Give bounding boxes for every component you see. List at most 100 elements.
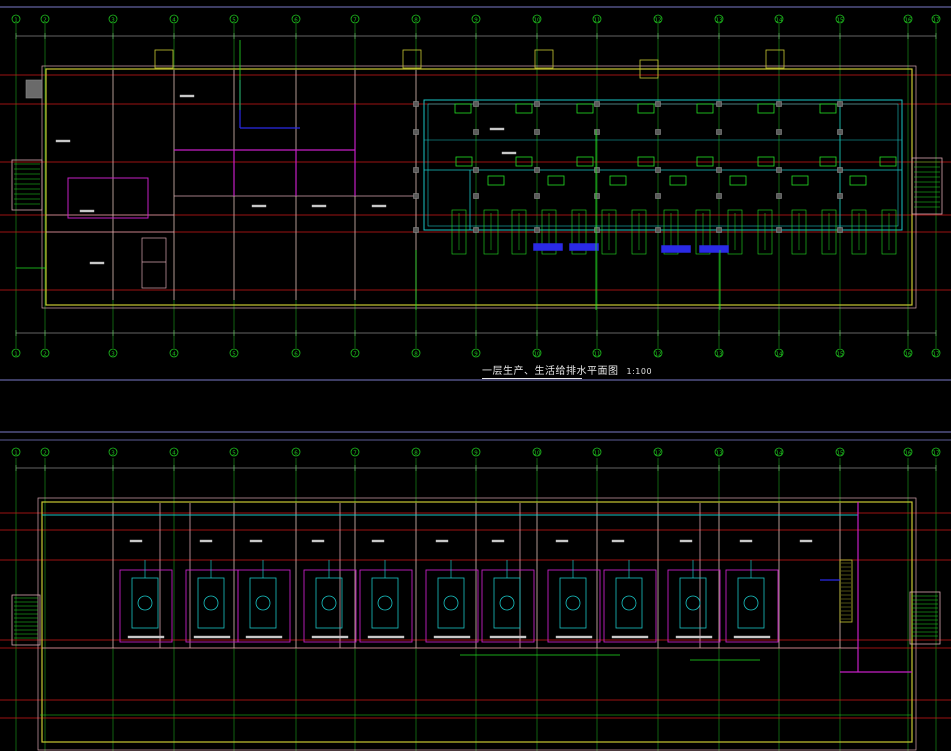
plan2-top-axis-bubble bbox=[40, 447, 50, 457]
plan1-machine-unit bbox=[601, 209, 617, 255]
plan2-room-frame bbox=[303, 569, 357, 643]
plan1-column bbox=[837, 167, 843, 173]
plan1-bottom-axis-label: 1 bbox=[14, 352, 18, 358]
plan1-equipment-box bbox=[696, 103, 714, 114]
plan2-machine bbox=[315, 577, 343, 629]
plan2-room-frame bbox=[603, 569, 657, 643]
plan2-room-label-mark bbox=[127, 635, 165, 639]
plan1-equipment-box bbox=[547, 175, 565, 186]
plan2-top-axis-bubble bbox=[291, 447, 301, 457]
plan1-equipment-box bbox=[757, 103, 775, 114]
plan1-column bbox=[473, 129, 479, 135]
plan1-top-axis-label: 3 bbox=[111, 18, 115, 24]
plan1-equipment-box bbox=[819, 103, 837, 114]
plan1-top-axis-label: 7 bbox=[353, 18, 357, 24]
plan1-bottom-axis-label: 8 bbox=[414, 352, 418, 358]
plan1-bottom-axis-bubble bbox=[471, 348, 481, 358]
plan2-top-axis-label: 6 bbox=[294, 451, 298, 457]
title-underline bbox=[482, 378, 582, 379]
plan1-equipment-box bbox=[515, 156, 533, 167]
plan1-entrance bbox=[154, 49, 174, 69]
plan1-column bbox=[837, 193, 843, 199]
plan2-top-axis-label: 3 bbox=[111, 451, 115, 457]
plan1-column bbox=[837, 101, 843, 107]
plan1-room-label-mark bbox=[311, 204, 327, 208]
plan1-bottom-axis-label: 3 bbox=[111, 352, 115, 358]
plan2-stair-left bbox=[11, 594, 41, 646]
plan1-outer-wall-line bbox=[41, 65, 917, 309]
plan1-top-axis-label: 14 bbox=[776, 18, 783, 24]
plan1-equipment-box bbox=[819, 156, 837, 167]
plan2-outer-wall bbox=[41, 501, 913, 743]
plan1-bottom-axis-bubble bbox=[11, 348, 21, 358]
plan2-room-frame bbox=[119, 569, 173, 643]
plan1-equipment-box bbox=[454, 103, 472, 114]
plan1-top-axis-bubble bbox=[592, 14, 602, 24]
plan1-column bbox=[716, 227, 722, 233]
plan1-machine-unit bbox=[881, 209, 897, 255]
plan1-room-label-mark bbox=[179, 94, 195, 98]
plan1-column bbox=[655, 129, 661, 135]
plan2-room-frame bbox=[725, 569, 779, 643]
plan1-room-label-mark bbox=[251, 204, 267, 208]
plan1-top-axis-bubble bbox=[774, 14, 784, 24]
plan1-room-label-mark bbox=[371, 204, 387, 208]
plan1-column bbox=[413, 129, 419, 135]
plan-scale: 1:100 bbox=[626, 367, 653, 376]
plan2-top-axis-bubble bbox=[774, 447, 784, 457]
plan1-machine-unit bbox=[851, 209, 867, 255]
plan1-column bbox=[594, 101, 600, 107]
plan1-equipment-box bbox=[729, 175, 747, 186]
plan1-room-label-mark bbox=[89, 261, 105, 265]
plan2-top-axis-label: 8 bbox=[414, 451, 418, 457]
plan2-top-axis-label: 5 bbox=[232, 451, 236, 457]
plan2-top-axis-label: 4 bbox=[172, 451, 176, 457]
plan1-room-label-mark bbox=[501, 151, 517, 155]
plan2-top-axis-bubble bbox=[11, 447, 21, 457]
plan2-top-axis-bubble bbox=[653, 447, 663, 457]
plan1-entrance bbox=[534, 49, 554, 69]
plan2-top-axis-label: 2 bbox=[43, 451, 47, 457]
plan2-room-label-mark bbox=[367, 635, 405, 639]
plan1-column bbox=[655, 193, 661, 199]
plan1-machine-unit bbox=[541, 209, 557, 255]
plan1-bottom-axis-bubble bbox=[714, 348, 724, 358]
plan1-bottom-axis-label: 10 bbox=[534, 352, 541, 358]
plan2-bay-label-mark bbox=[371, 539, 385, 543]
plan2-room-label-mark bbox=[311, 635, 349, 639]
plan1-column bbox=[776, 193, 782, 199]
plan2-machine-drum bbox=[203, 595, 219, 611]
plan2-room-frame bbox=[425, 569, 479, 643]
plan1-machine-unit bbox=[571, 209, 587, 255]
plan1-column bbox=[534, 193, 540, 199]
plan2-top-axis-label: 17 bbox=[933, 451, 940, 457]
plan1-entrance bbox=[765, 49, 785, 69]
plan1-column bbox=[655, 101, 661, 107]
plan1-bottom-axis-bubble bbox=[169, 348, 179, 358]
plan2-bay-label-mark bbox=[555, 539, 569, 543]
plan1-column bbox=[473, 193, 479, 199]
sheet-frames bbox=[0, 6, 951, 441]
plan1-bottom-axis-bubble bbox=[291, 348, 301, 358]
plan2-top-axis-label: 9 bbox=[474, 451, 478, 457]
plan2-machine bbox=[371, 577, 399, 629]
plan1-bottom-axis-label: 5 bbox=[232, 352, 236, 358]
plan1-top-axis-bubble bbox=[40, 14, 50, 24]
plan1-equipment-box bbox=[791, 175, 809, 186]
plan2-top-axis-label: 1 bbox=[14, 451, 18, 457]
plan2-machine bbox=[679, 577, 707, 629]
plan1-magenta-zone bbox=[67, 177, 149, 219]
plan1-top-axis-bubble bbox=[411, 14, 421, 24]
plan1-top-axis-label: 16 bbox=[905, 18, 912, 24]
plan1-top-axis-label: 8 bbox=[414, 18, 418, 24]
plan1-blue-tank bbox=[699, 245, 729, 253]
plan2-bay-label-mark bbox=[739, 539, 753, 543]
plan2-bay-label-mark bbox=[679, 539, 693, 543]
plan2-machine-drum bbox=[685, 595, 701, 611]
plan2-stair-right bbox=[909, 591, 941, 645]
plan1-top-axis-label: 10 bbox=[534, 18, 541, 24]
plan2-top-axis-bubble bbox=[350, 447, 360, 457]
plan2-shelf bbox=[839, 559, 853, 623]
plan1-machine-unit bbox=[511, 209, 527, 255]
